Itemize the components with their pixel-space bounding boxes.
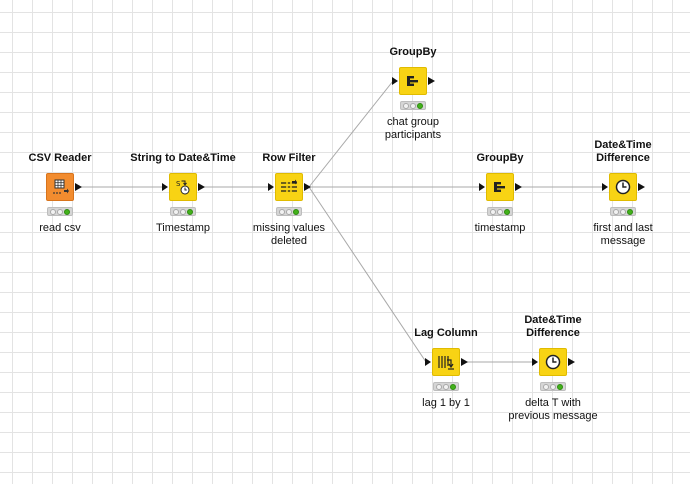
input-port-icon[interactable] [602, 183, 608, 191]
status-light-green [556, 383, 563, 390]
status-light-green [449, 383, 456, 390]
output-port-icon[interactable] [428, 77, 435, 85]
node-title-line: CSV Reader [28, 152, 92, 164]
node-title[interactable]: CSV Reader [0, 152, 120, 165]
status-light-off [409, 102, 416, 109]
groupby-icon[interactable] [399, 67, 427, 95]
status-light-off [490, 208, 497, 215]
node-description-line: Timestamp [156, 222, 210, 234]
node-status-indicator [400, 101, 426, 110]
node-status-indicator [47, 207, 73, 216]
node-status-indicator [487, 207, 513, 216]
node-title[interactable]: String to Date&Time [123, 152, 243, 165]
output-port-icon[interactable] [198, 183, 205, 191]
node-status-indicator [433, 382, 459, 391]
node-description-line: participants [384, 129, 442, 141]
node-status-indicator [540, 382, 566, 391]
node-title-line: Lag Column [414, 327, 478, 339]
status-light-green [416, 102, 423, 109]
node-description-line: read csv [39, 222, 81, 234]
output-port-icon[interactable] [638, 183, 645, 191]
input-port-icon[interactable] [425, 358, 431, 366]
status-light-off [50, 208, 57, 215]
input-port-icon[interactable] [479, 183, 485, 191]
string-to-clock-icon[interactable]: S [169, 173, 197, 201]
node-description-line: chat group [387, 116, 439, 128]
clock-icon[interactable] [539, 348, 567, 376]
node-description-line: missing values [252, 222, 326, 234]
status-light-off [56, 208, 63, 215]
table-file-icon[interactable] [46, 173, 74, 201]
output-port-icon[interactable] [304, 183, 311, 191]
status-light-off [279, 208, 286, 215]
status-light-off [179, 208, 186, 215]
node-title[interactable]: GroupBy [440, 152, 560, 165]
node-title-line: GroupBy [476, 152, 524, 164]
filter-rows-icon[interactable] [275, 173, 303, 201]
status-light-off [619, 208, 626, 215]
status-light-off [285, 208, 292, 215]
status-light-green [186, 208, 193, 215]
node-title[interactable]: GroupBy [353, 46, 473, 59]
svg-text:S: S [176, 180, 181, 188]
status-light-off [173, 208, 180, 215]
node-description-line: deleted [270, 235, 308, 247]
status-light-green [63, 208, 70, 215]
status-light-off [403, 102, 410, 109]
status-light-off [613, 208, 620, 215]
node-description[interactable]: timestamp [440, 222, 560, 235]
status-light-off [549, 383, 556, 390]
input-port-icon[interactable] [532, 358, 538, 366]
status-light-off [442, 383, 449, 390]
output-port-icon[interactable] [461, 358, 468, 366]
connection-row-filter-to-groupby-1[interactable] [308, 80, 394, 188]
node-title-line: Row Filter [262, 152, 316, 164]
status-light-off [496, 208, 503, 215]
input-port-icon[interactable] [162, 183, 168, 191]
status-light-off [543, 383, 550, 390]
status-light-off [436, 383, 443, 390]
node-description-line: timestamp [474, 222, 526, 234]
input-port-icon[interactable] [268, 183, 274, 191]
status-light-green [626, 208, 633, 215]
node-description[interactable]: lag 1 by 1 [386, 397, 506, 410]
node-title-line: Date&Time [594, 139, 652, 151]
node-description-line: previous message [508, 410, 598, 422]
clock-icon[interactable] [609, 173, 637, 201]
node-title-line: Difference [526, 327, 580, 339]
node-title-line: Date&Time [524, 314, 582, 326]
node-title-line: String to Date&Time [130, 152, 236, 164]
connection-row-filter-to-lag-column[interactable] [308, 186, 427, 363]
node-title-line: GroupBy [389, 46, 437, 58]
node-status-indicator [170, 207, 196, 216]
node-title[interactable]: Row Filter [229, 152, 349, 165]
node-title-line: Difference [596, 152, 650, 164]
lag-column-icon[interactable] [432, 348, 460, 376]
node-status-indicator [610, 207, 636, 216]
node-description-line: delta T with [525, 397, 581, 409]
status-light-green [292, 208, 299, 215]
output-port-icon[interactable] [75, 183, 82, 191]
node-description-line: first and last [593, 222, 653, 234]
node-description[interactable]: read csv [0, 222, 120, 235]
output-port-icon[interactable] [515, 183, 522, 191]
node-description-line: lag 1 by 1 [422, 397, 470, 409]
node-description-line: message [600, 235, 646, 247]
input-port-icon[interactable] [392, 77, 398, 85]
output-port-icon[interactable] [568, 358, 575, 366]
node-status-indicator [276, 207, 302, 216]
groupby-icon[interactable] [486, 173, 514, 201]
status-light-green [503, 208, 510, 215]
node-description[interactable]: Timestamp [123, 222, 243, 235]
node-title[interactable]: Lag Column [386, 327, 506, 340]
